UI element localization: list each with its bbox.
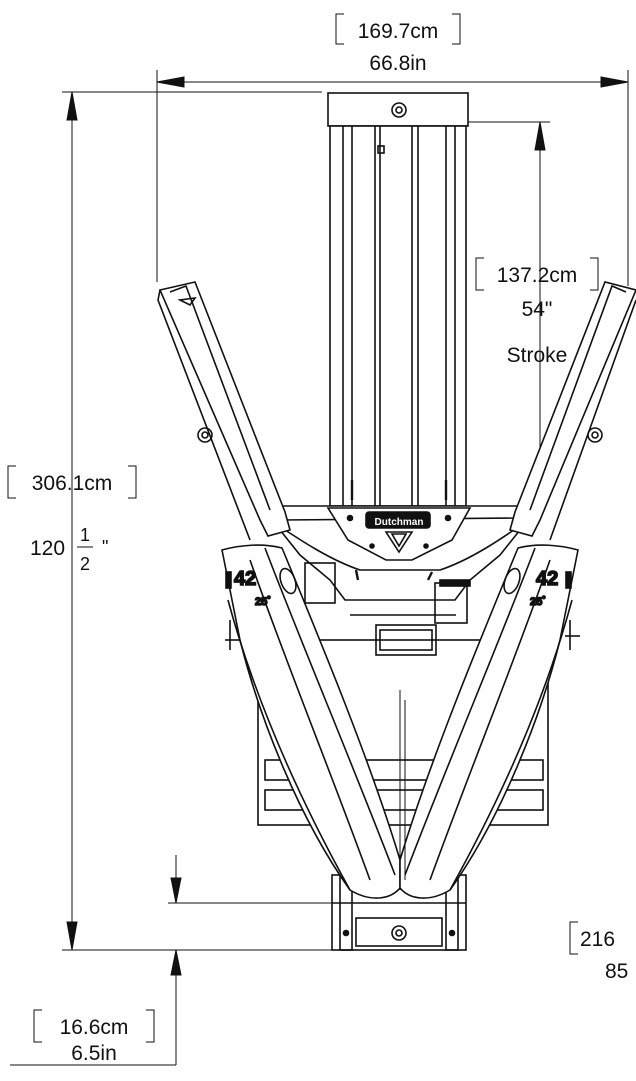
overall-height-numerator: 1: [80, 525, 90, 545]
overall-height-denominator: 2: [80, 554, 90, 574]
right-blade-angle: 25˚: [530, 596, 546, 608]
overall-height-whole: 120: [30, 537, 65, 560]
stroke-metric: 137.2cm: [497, 264, 578, 287]
stroke-imperial: 54": [522, 298, 553, 321]
right-blade-number: 42: [536, 568, 558, 590]
overall-height-metric: 306.1cm: [32, 472, 113, 495]
overall-height-unit: ": [102, 537, 108, 557]
hydraulic-mast: [327, 92, 469, 507]
left-blade-angle: 25˚: [255, 596, 271, 608]
right-arm: [509, 281, 636, 541]
top-width-dimension: 169.7cm 66.8in: [335, 13, 461, 75]
right-partial-imperial: 85: [605, 960, 628, 983]
right-blade: 42 25˚: [399, 544, 579, 899]
stroke-label: Stroke: [507, 344, 568, 367]
overall-height-dimension: 306.1cm 120 1 2 ": [7, 465, 137, 574]
top-width-imperial: 66.8in: [369, 52, 426, 75]
right-partial-dimension: 216 85: [569, 921, 628, 983]
right-partial-metric: 216: [580, 928, 615, 951]
left-arm: [157, 281, 291, 541]
left-blade: 42 25˚: [221, 544, 401, 899]
left-blade-number: 42: [234, 568, 256, 590]
stroke-dimension: 137.2cm 54" Stroke: [475, 257, 599, 367]
top-width-metric: 169.7cm: [358, 20, 439, 43]
bottom-offset-dimension: 16.6cm 6.5in: [33, 1009, 155, 1065]
brand-logo: Dutchman: [375, 517, 424, 528]
bottom-offset-imperial: 6.5in: [71, 1042, 117, 1065]
bottom-offset-metric: 16.6cm: [60, 1016, 129, 1039]
rear-frame: [225, 614, 580, 826]
center-hub: [269, 505, 532, 624]
